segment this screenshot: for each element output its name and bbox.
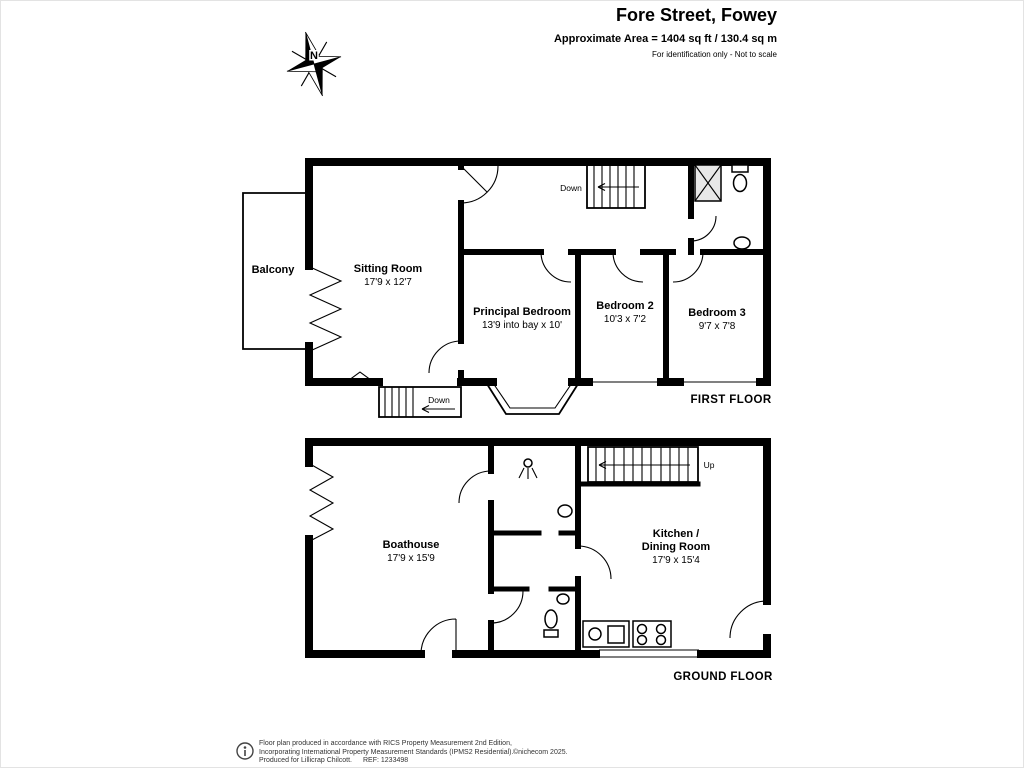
kitchen-units (582, 620, 672, 648)
bedroom2-label: Bedroom 2 (596, 300, 653, 312)
footer-line1: Floor plan produced in accordance with R… (259, 740, 512, 747)
balcony-outline (242, 192, 309, 350)
ff-interior-walls (458, 159, 770, 385)
bedroom2-dims: 10'3 x 7'2 (604, 314, 647, 325)
ff-down-label-bottom: Down (428, 395, 450, 405)
balcony-label: Balcony (252, 264, 296, 276)
compass-north-label: N (310, 50, 318, 62)
info-icon (236, 742, 254, 760)
area-subtitle: Approximate Area = 1404 sq ft / 130.4 sq… (553, 33, 777, 45)
ff-stairs-exit (378, 386, 462, 418)
boathouse-window-icon (308, 463, 335, 542)
page-title: Fore Street, Fowey (615, 5, 777, 25)
toilet-icon (543, 609, 559, 638)
principal-bedroom-dims: 13'9 into bay x 10' (482, 320, 562, 331)
ff-stairs-down (586, 164, 646, 209)
sitting-room-window-icon (344, 371, 376, 384)
bay-window-icon (477, 378, 588, 415)
ground-floor-plan: Up (305, 438, 773, 683)
balcony-folding-door-icon (308, 266, 343, 352)
boathouse-label: Boathouse (383, 539, 440, 551)
first-floor-plan: Down Down (242, 158, 771, 418)
identification-note: For identification only - Not to scale (652, 50, 777, 59)
bedroom3-dims: 9'7 x 7'8 (699, 321, 736, 332)
ff-bathroom-fixtures (694, 164, 751, 250)
boathouse-dims: 17'9 x 15'9 (387, 553, 435, 564)
gf-outer-walls (305, 438, 771, 658)
sink-icon (556, 593, 570, 605)
ff-down-label-top: Down (560, 183, 582, 193)
sitting-room-label: Sitting Room (354, 263, 423, 275)
toilet-icon (731, 164, 749, 193)
footer-line3: Produced for Lillicrap Chilcott. (259, 757, 352, 764)
principal-bedroom-label: Principal Bedroom (473, 306, 571, 318)
footer-ref: REF: 1233498 (363, 757, 409, 764)
gf-stairs-up (587, 446, 699, 483)
kitchen-sink-icon (582, 620, 630, 648)
ff-outer-walls (305, 158, 771, 386)
sink-icon (557, 504, 573, 518)
title-block: Fore Street, Fowey Approximate Area = 14… (554, 1, 777, 59)
gf-up-label: Up (704, 460, 715, 470)
sitting-room-dims: 17'9 x 12'7 (364, 277, 412, 288)
sink-icon (733, 236, 751, 250)
hob-icon (632, 620, 672, 648)
kitchen-label-line1: Kitchen / (653, 528, 699, 540)
ground-floor-label: GROUND FLOOR (673, 671, 773, 683)
kitchen-label-line2: Dining Room (642, 541, 711, 553)
first-floor-label: FIRST FLOOR (690, 394, 771, 406)
kitchen-window-icon (598, 649, 700, 658)
footer-line2: Incorporating International Property Mea… (259, 748, 514, 756)
compass-rose-icon: N (286, 31, 342, 97)
gf-interior-walls (488, 439, 581, 657)
kitchen-dims: 17'9 x 15'4 (652, 555, 700, 566)
gf-partition-walls (488, 481, 701, 592)
shower-head-icon (518, 458, 538, 479)
ff-door-arcs (428, 165, 717, 374)
gf-door-arcs (420, 470, 768, 655)
footer-text: Floor plan produced in accordance with R… (259, 740, 513, 766)
footer-copyright: ©nichecom 2025. (513, 748, 568, 756)
gf-bathroom-fixtures (518, 458, 573, 638)
bedroom3-label: Bedroom 3 (688, 307, 745, 319)
